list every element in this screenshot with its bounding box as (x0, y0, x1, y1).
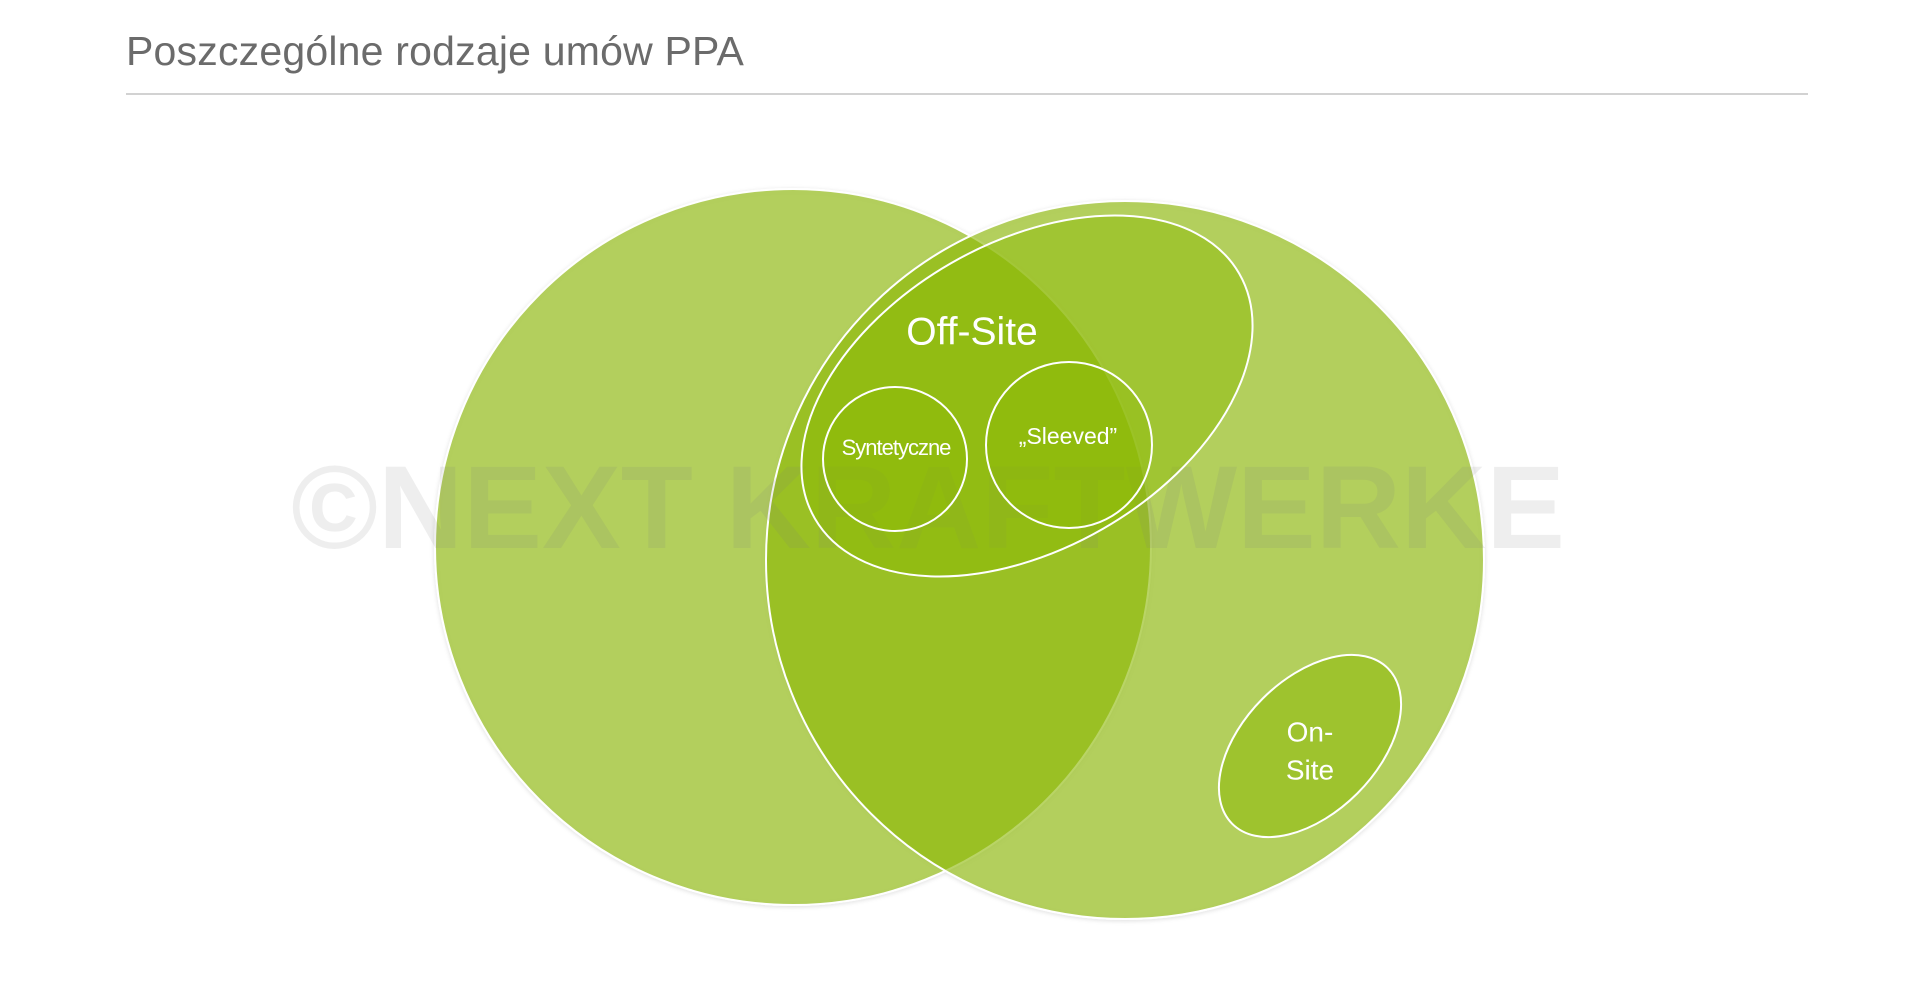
page-title: Poszczególne rodzaje umów PPA (126, 28, 745, 74)
off-site-ellipse (800, 214, 1254, 578)
off-site-label: Off-Site (906, 310, 1038, 353)
syntetyczne-circle (822, 386, 968, 532)
watermark: ©NEXT KRAFTWERKE (291, 442, 1565, 574)
on-site-label-line1: On- (1287, 716, 1334, 747)
title-divider (126, 93, 1808, 95)
on-site-label-line2: Site (1286, 754, 1334, 785)
sleeved-circle (985, 361, 1153, 529)
syntetyczne-label: Syntetyczne (842, 435, 952, 460)
sleeved-label: „Sleeved” (1019, 423, 1117, 449)
on-site-ellipse (1217, 653, 1403, 839)
